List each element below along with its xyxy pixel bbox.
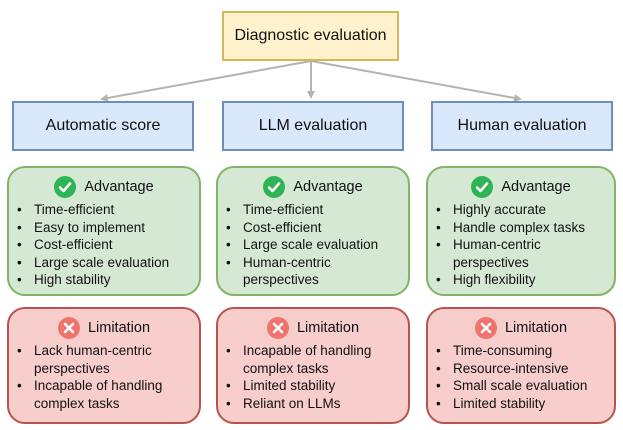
list-item: Incapable of handling complex tasks — [17, 377, 199, 412]
method-label: Automatic score — [45, 117, 161, 134]
list-item: Cost-efficient — [226, 219, 408, 237]
cross-circle-icon — [474, 317, 497, 339]
list-item: Lack human-centric perspectives — [17, 342, 199, 377]
list-item: High flexibility — [436, 271, 614, 289]
list-item: Easy to implement — [17, 219, 199, 237]
list-item: Large scale evaluation — [226, 236, 408, 254]
limitation-title: Limitation — [87, 320, 151, 336]
advantage-title: Advantage — [501, 179, 571, 195]
limitation-title: Limitation — [504, 320, 568, 336]
check-circle-icon — [54, 176, 77, 198]
arrow-to-automatic-score — [100, 60, 312, 102]
limitation-card-human-evaluation: Limitation Time-consuming Resource-inten… — [426, 307, 616, 424]
list-item: High stability — [17, 271, 199, 289]
method-llm-evaluation: LLM evaluation — [222, 101, 404, 151]
limitation-card-automatic-score: Limitation Lack human-centric perspectiv… — [7, 307, 201, 424]
list-item: Time-consuming — [436, 342, 614, 360]
method-automatic-score: Automatic score — [12, 101, 194, 151]
list-item: Time-efficient — [226, 201, 408, 219]
advantage-list: Time-efficient Cost-efficient Large scal… — [218, 201, 408, 289]
root-label: Diagnostic evaluation — [234, 27, 387, 44]
advantage-title: Advantage — [84, 179, 154, 195]
list-item: Handle complex tasks — [436, 219, 614, 237]
limitation-title: Limitation — [296, 320, 360, 336]
list-item: Large scale evaluation — [17, 254, 199, 272]
list-item: Human-centric perspectives — [436, 236, 614, 271]
root-node: Diagnostic evaluation — [222, 11, 399, 61]
advantage-list: Highly accurate Handle complex tasks Hum… — [428, 201, 614, 289]
cross-circle-icon — [266, 317, 289, 339]
advantage-card-automatic-score: Advantage Time-efficient Easy to impleme… — [7, 166, 201, 296]
check-circle-icon — [471, 176, 494, 198]
method-label: LLM evaluation — [258, 117, 368, 134]
limitation-list: Incapable of handling complex tasks Limi… — [218, 342, 408, 412]
advantage-card-llm-evaluation: Advantage Time-efficient Cost-efficient … — [216, 166, 410, 296]
advantage-card-human-evaluation: Advantage Highly accurate Handle complex… — [426, 166, 616, 296]
limitation-card-llm-evaluation: Limitation Incapable of handling complex… — [216, 307, 410, 424]
limitation-list: Time-consuming Resource-intensive Small … — [428, 342, 614, 412]
list-item: Cost-efficient — [17, 236, 199, 254]
arrow-to-human-evaluation — [310, 60, 522, 102]
list-item: Resource-intensive — [436, 360, 614, 378]
list-item: Limited stability — [436, 395, 614, 413]
list-item: Human-centric perspectives — [226, 254, 408, 289]
method-label: Human evaluation — [457, 117, 587, 134]
method-human-evaluation: Human evaluation — [431, 101, 613, 151]
list-item: Small scale evaluation — [436, 377, 614, 395]
list-item: Reliant on LLMs — [226, 395, 408, 413]
advantage-list: Time-efficient Easy to implement Cost-ef… — [9, 201, 199, 289]
list-item: Limited stability — [226, 377, 408, 395]
list-item: Incapable of handling complex tasks — [226, 342, 408, 377]
limitation-list: Lack human-centric perspectives Incapabl… — [9, 342, 199, 412]
advantage-title: Advantage — [293, 179, 363, 195]
cross-circle-icon — [57, 317, 80, 339]
check-circle-icon — [263, 176, 286, 198]
list-item: Time-efficient — [17, 201, 199, 219]
list-item: Highly accurate — [436, 201, 614, 219]
